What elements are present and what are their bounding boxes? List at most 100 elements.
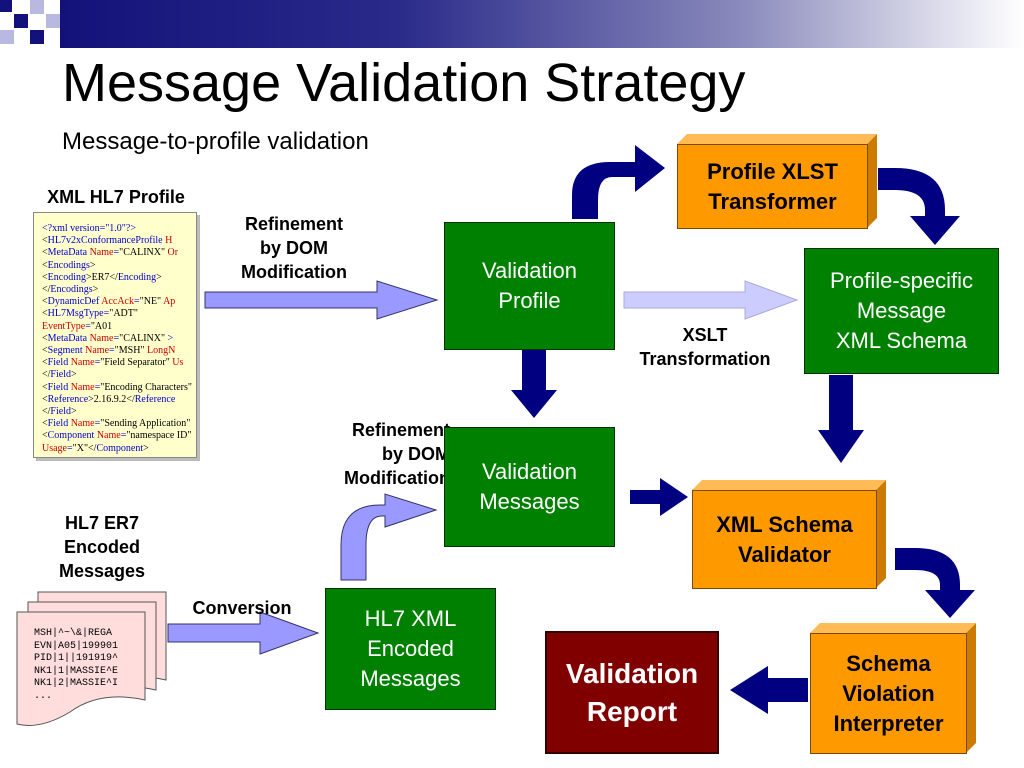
refinement-label-2: Refinement by DOM Modification — [280, 418, 450, 490]
xml-token: "Field Separator" — [100, 357, 170, 369]
arrow-profile-to-messages — [511, 350, 557, 418]
xml-token: = — [109, 345, 115, 357]
xml-token: >2.16.9.2</ — [88, 393, 135, 405]
page-subtitle: Message-to-profile validation — [62, 128, 369, 155]
box-depth — [867, 134, 877, 228]
xml-token: Encodings — [47, 259, 90, 271]
xml-token: Component — [96, 442, 144, 454]
box-line: Messages — [479, 489, 580, 514]
xml-token: Component — [47, 430, 97, 442]
xml-token: "Encoding Characters" — [100, 381, 192, 393]
xml-token: > — [89, 259, 96, 271]
xml-token: > — [92, 284, 99, 296]
arrow-schema-to-validator — [818, 375, 864, 463]
xslt-label-line: XSLT — [682, 325, 728, 345]
xml-token: Segment — [47, 345, 86, 357]
validation-profile-box: Validation Profile — [444, 222, 615, 350]
box-depth — [677, 134, 877, 144]
er7-line: EVN|A05|199901 — [34, 640, 119, 652]
refinement-label-1-line: by DOM — [259, 238, 328, 258]
box-line: Profile XLST — [707, 158, 838, 184]
xml-token: Name — [89, 247, 114, 259]
xml-token: < — [42, 430, 48, 442]
xml-token: Field — [47, 381, 71, 393]
xml-token: < — [42, 259, 48, 271]
xml-token: MetaData — [47, 247, 90, 259]
xml-token: "CALINX" — [119, 332, 166, 344]
xml-code-line: <?xml version="1.0"?> — [42, 223, 196, 235]
xml-token: < — [42, 418, 48, 430]
arrow-refinement-2 — [340, 493, 438, 581]
arrow-messages-to-validator — [630, 478, 688, 516]
box-line: Interpreter — [833, 710, 944, 736]
xml-token: = — [120, 430, 127, 442]
xml-token: "NE" — [139, 296, 162, 308]
xml-token: Field — [47, 357, 71, 369]
xml-token: Field — [50, 369, 71, 381]
validation-report-box: Validation Report — [545, 631, 719, 754]
xml-code-line: EventType="A01 — [42, 321, 196, 333]
xml-code-line: <HL7MsgType="ADT" — [42, 308, 196, 320]
arrow-interpreter-to-report — [730, 666, 808, 714]
refinement-label-2-line: by DOM — [381, 444, 450, 464]
corner-square — [14, 14, 28, 28]
xml-token: Encodings — [50, 284, 93, 296]
xml-code-line: </Field> — [42, 406, 196, 418]
page-title: Message Validation Strategy — [62, 53, 746, 113]
box-line: HL7 XML — [364, 606, 457, 631]
box-depth — [966, 623, 976, 753]
xml-token: < — [42, 357, 48, 369]
refinement-label-1-line: Modification — [241, 262, 347, 282]
xml-token: > — [165, 332, 174, 344]
xml-code-line: </Encodings> — [42, 284, 196, 296]
corner-square — [0, 0, 12, 12]
xml-token: = — [94, 357, 101, 369]
xml-token: < — [42, 235, 48, 247]
xml-token: Encoding — [47, 271, 86, 283]
corner-square — [30, 30, 44, 44]
box-line: Validation — [482, 459, 577, 484]
box-line: XML Schema — [716, 511, 853, 537]
xml-token: MetaData — [47, 332, 90, 344]
xml-token: Usage — [42, 442, 67, 454]
xml-token: "X"</ — [72, 442, 97, 454]
xml-token: < — [42, 247, 48, 259]
xml-code-line: <Field Name="Field Separator" Us — [42, 357, 196, 369]
schema-validator-box: XML Schema Validator — [692, 490, 877, 589]
corner-square — [0, 30, 14, 44]
xml-code-line: <Reference>2.16.9.2</Reference — [42, 394, 196, 406]
xml-token: Ap — [161, 296, 176, 308]
box-depth — [810, 623, 976, 633]
xml-token: Name — [89, 332, 114, 344]
hl7-xml-messages-box: HL7 XML Encoded Messages — [325, 588, 496, 710]
box-line: Violation — [842, 680, 935, 706]
xml-token: Name — [85, 345, 110, 357]
xml-token: >ER7</ — [85, 271, 118, 283]
xml-token: EventType — [42, 320, 86, 332]
xml-token: "ADT" — [109, 308, 138, 320]
er7-label-line: Encoded — [63, 537, 140, 557]
xml-token: = — [113, 332, 120, 344]
xslt-label-line: Transformation — [639, 349, 771, 369]
xml-token: LongN — [144, 345, 176, 357]
er7-label-line: HL7 ER7 — [64, 513, 140, 533]
corner-square — [46, 14, 60, 28]
xml-token: < — [42, 345, 48, 357]
box-line: Profile-specific — [829, 268, 974, 293]
xml-token: Us — [169, 357, 184, 369]
box-depth — [692, 480, 886, 490]
title-bar-gradient — [60, 0, 1024, 48]
er7-label: HL7 ER7 Encoded Messages — [22, 511, 182, 583]
xml-token: < — [42, 393, 48, 405]
xml-token: "MSH" — [114, 345, 145, 357]
arrow-conversion — [167, 611, 320, 655]
xml-token: Reference — [134, 393, 176, 405]
xml-token: Name — [70, 357, 95, 369]
xml-token: "namespace ID" — [126, 430, 192, 442]
box-line: Validation — [482, 258, 577, 283]
xml-token: <?xml version="1.0"?> — [42, 223, 136, 234]
xml-code-line: <Encodings> — [42, 260, 196, 272]
xml-code-line: Usage="X"</Component> — [42, 443, 196, 455]
xml-token: = — [134, 296, 140, 308]
